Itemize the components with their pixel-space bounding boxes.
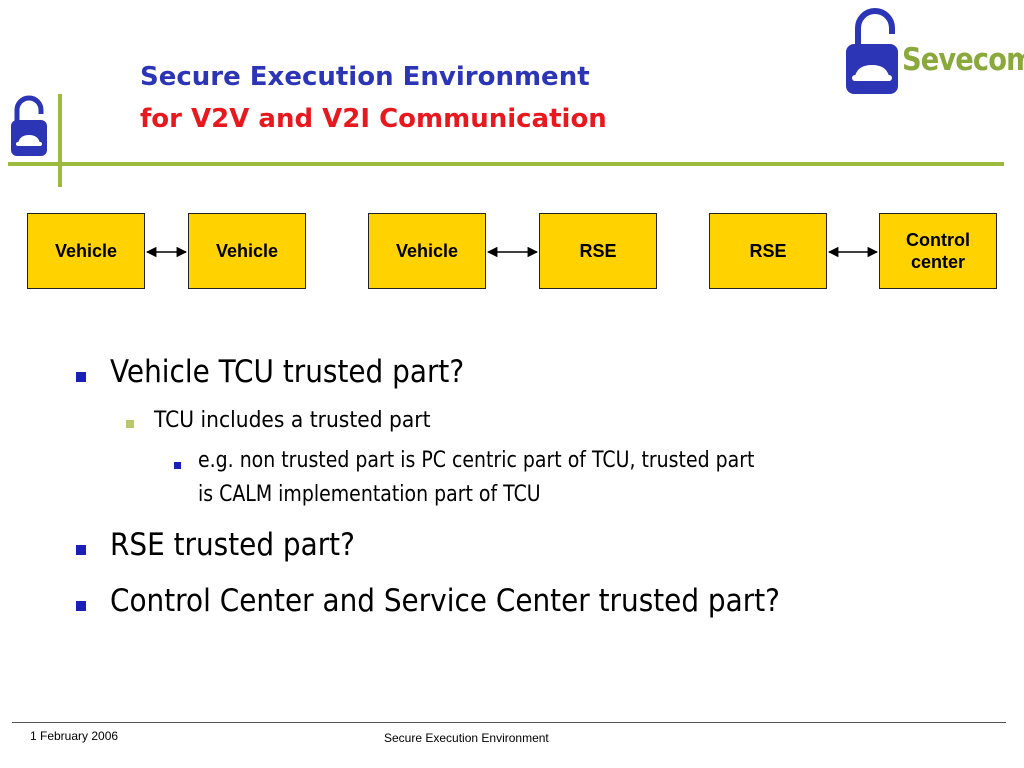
diagram-box-vehicle-1: Vehicle: [27, 213, 145, 289]
diagram-box-rse-1: RSE: [539, 213, 657, 289]
footer-date: 1 February 2006: [30, 729, 119, 743]
footer-title: Secure Execution Environment: [384, 731, 549, 745]
brand-wordmark: Sevecom: [902, 42, 1024, 78]
bullet-control-center: Control Center and Service Center truste…: [110, 583, 780, 619]
sub-bullet-square-icon: [126, 420, 134, 428]
slide-title: Secure Execution Environment: [140, 62, 590, 92]
bullet-rse: RSE trusted part?: [110, 527, 355, 563]
brand-logo: Sevecom: [840, 4, 1024, 100]
subsub-bullet-square-icon: [174, 462, 181, 469]
diagram-box-vehicle-3: Vehicle: [368, 213, 486, 289]
diagram-box-rse-2: RSE: [709, 213, 827, 289]
bullet-square-icon: [76, 372, 86, 382]
footer-rule: [12, 722, 1006, 723]
bullet-square-icon: [76, 545, 86, 555]
bullet-square-icon: [76, 601, 86, 611]
brand-lock-icon: [846, 8, 898, 94]
lock-car-logo-icon: [8, 92, 54, 162]
subsub-bullet-line2: is CALM implementation part of TCU: [198, 482, 541, 507]
bullet-vehicle-tcu: Vehicle TCU trusted part?: [110, 354, 465, 390]
horizontal-accent-rule: [8, 162, 1004, 166]
sub-bullet-tcu-trusted: TCU includes a trusted part: [154, 408, 431, 433]
subsub-bullet-line1: e.g. non trusted part is PC centric part…: [198, 448, 755, 473]
slide-subtitle: for V2V and V2I Communication: [140, 104, 607, 134]
diagram-box-control-center: Control center: [879, 213, 997, 289]
vertical-accent-rule: [58, 94, 62, 187]
diagram-box-vehicle-2: Vehicle: [188, 213, 306, 289]
